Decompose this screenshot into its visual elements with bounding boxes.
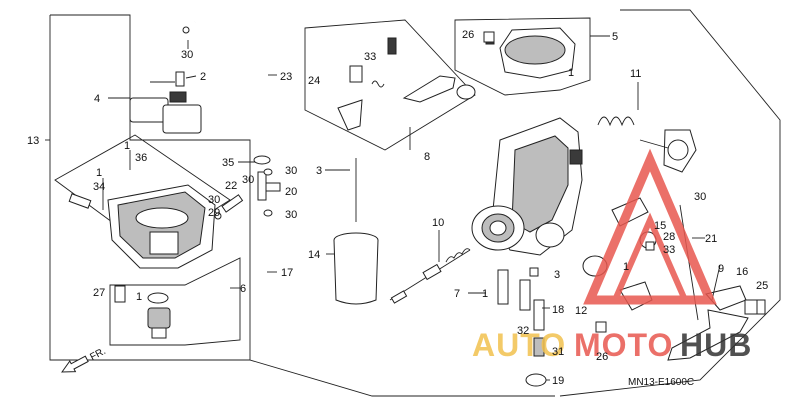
vacuum-piston xyxy=(333,232,379,305)
callout-26: 26 xyxy=(596,351,608,363)
callout-5: 5 xyxy=(612,31,618,43)
screw-27 xyxy=(114,285,126,303)
diagram-code: MN13-E1600C xyxy=(628,377,694,388)
callout-33: 33 xyxy=(364,51,376,63)
callout-20: 20 xyxy=(285,186,297,198)
callout-3: 3 xyxy=(554,269,560,281)
diaphragm-group-box xyxy=(454,17,591,96)
screw-26-bottom xyxy=(595,321,607,333)
clip-30c xyxy=(214,212,222,220)
callout-2: 2 xyxy=(200,71,206,83)
callout-9: 9 xyxy=(718,263,724,275)
diaphragm-cover xyxy=(485,27,576,79)
callout-17: 17 xyxy=(281,267,293,279)
callout-29: 29 xyxy=(208,207,220,219)
assembly-outline xyxy=(45,9,781,397)
callout-27: 27 xyxy=(93,287,105,299)
callout-30: 30 xyxy=(242,174,254,186)
float-part xyxy=(129,81,202,134)
callout-28: 28 xyxy=(663,231,675,243)
callout-13: 13 xyxy=(27,135,39,147)
front-direction-marker: FR. xyxy=(61,346,108,373)
callout-34: 34 xyxy=(93,181,105,193)
idle-screw-assembly xyxy=(389,248,471,304)
vent-tube-23-inner xyxy=(194,20,270,151)
watermark-auto: AUTO xyxy=(472,327,566,363)
callout-35: 35 xyxy=(222,157,234,169)
callout-23: 23 xyxy=(280,71,292,83)
callout-30: 30 xyxy=(285,165,297,177)
callout-16: 16 xyxy=(736,266,748,278)
tube-joint-20 xyxy=(257,171,281,201)
callout-18: 18 xyxy=(552,304,564,316)
watermark-hub: HUB xyxy=(680,327,752,363)
callout-14: 14 xyxy=(308,249,320,261)
callout-1: 1 xyxy=(623,261,629,273)
clip-30d xyxy=(182,26,190,34)
callout-31: 31 xyxy=(552,346,564,358)
callout-30: 30 xyxy=(694,191,706,203)
front-arrow-icon xyxy=(61,355,89,373)
callout-33: 33 xyxy=(663,244,675,256)
callout-30: 30 xyxy=(181,49,193,61)
leader-lines xyxy=(102,35,721,381)
callout-36: 36 xyxy=(135,152,147,164)
callout-30: 30 xyxy=(208,194,220,206)
callout-6: 6 xyxy=(240,283,246,295)
screw-28 xyxy=(645,241,655,251)
callout-19: 19 xyxy=(552,375,564,387)
watermark-logo: AUTO MOTO HUB xyxy=(472,148,752,363)
callout-10: 10 xyxy=(432,217,444,229)
callout-30: 30 xyxy=(285,209,297,221)
float-chamber-detail-box xyxy=(109,257,241,346)
clip-30b xyxy=(263,209,273,217)
choke-linkage xyxy=(337,37,476,131)
callout-7: 7 xyxy=(454,288,460,300)
throttle-drum xyxy=(597,116,697,173)
clip-35 xyxy=(253,155,271,165)
callout-labels: 30 2 4 13 1 36 1 34 35 30 22 30 20 30 29… xyxy=(27,29,768,387)
callout-8: 8 xyxy=(424,151,430,163)
callout-3: 3 xyxy=(316,165,322,177)
callout-1: 1 xyxy=(568,67,574,79)
float-pin xyxy=(175,71,185,87)
callout-12: 12 xyxy=(575,305,587,317)
screw-25 xyxy=(756,299,766,315)
screw-26-top xyxy=(483,31,495,43)
screw-34 xyxy=(68,193,92,209)
callout-25: 25 xyxy=(756,280,768,292)
callout-15: 15 xyxy=(654,220,666,232)
float-chamber xyxy=(107,184,216,269)
callout-1: 1 xyxy=(482,288,488,300)
tube-22 xyxy=(221,194,244,213)
callout-24: 24 xyxy=(308,75,320,87)
callout-1: 1 xyxy=(96,167,102,179)
callout-11: 11 xyxy=(630,68,641,80)
callout-1: 1 xyxy=(124,140,130,152)
callout-21: 21 xyxy=(705,233,717,245)
watermark-moto: MOTO xyxy=(574,327,673,363)
vent-tube-17-inner xyxy=(262,224,269,341)
drain-plug xyxy=(147,292,171,339)
callout-32: 32 xyxy=(517,325,529,337)
top-cover-group-box xyxy=(304,19,476,151)
clip-30a xyxy=(263,168,273,176)
callout-4: 4 xyxy=(94,93,100,105)
callout-1: 1 xyxy=(136,291,142,303)
carburetor-body xyxy=(471,117,583,256)
callout-22: 22 xyxy=(225,180,237,192)
callout-26: 26 xyxy=(462,29,474,41)
front-marker-label: FR. xyxy=(88,346,107,363)
